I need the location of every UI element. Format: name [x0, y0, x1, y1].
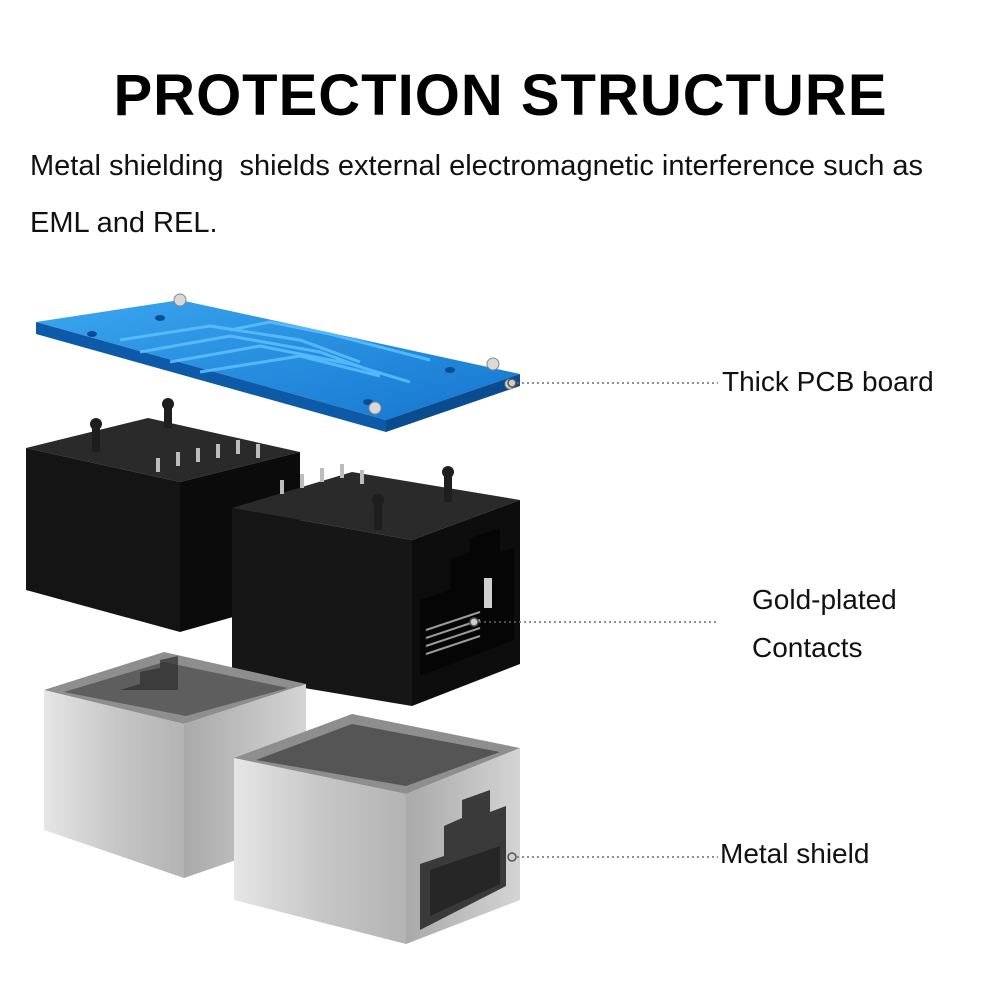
metal-shield-front [234, 714, 520, 944]
jack-posts-rear [90, 398, 174, 452]
callout-pcb-board: Thick PCB board [722, 366, 934, 397]
jack-pins-front [280, 464, 364, 494]
black-jack-front [232, 464, 520, 706]
pcb-traces [119, 320, 431, 384]
callout-gold-line2: Contacts [752, 632, 863, 663]
page-description: Metal shielding shields external electro… [30, 150, 932, 239]
jack-pins-rear [156, 440, 260, 472]
rj45-port-opening [420, 528, 514, 676]
callout-metal-shield: Metal shield [720, 838, 870, 869]
page-title: PROTECTION STRUCTURE [113, 63, 888, 128]
callout-gold-contacts: Gold-plated Contacts [752, 576, 972, 672]
leader-dots [469, 378, 517, 862]
pcb-board [36, 293, 520, 432]
callout-gold-line1: Gold-plated [752, 584, 897, 615]
jack-posts-front [372, 466, 454, 530]
leader-lines [474, 382, 718, 858]
